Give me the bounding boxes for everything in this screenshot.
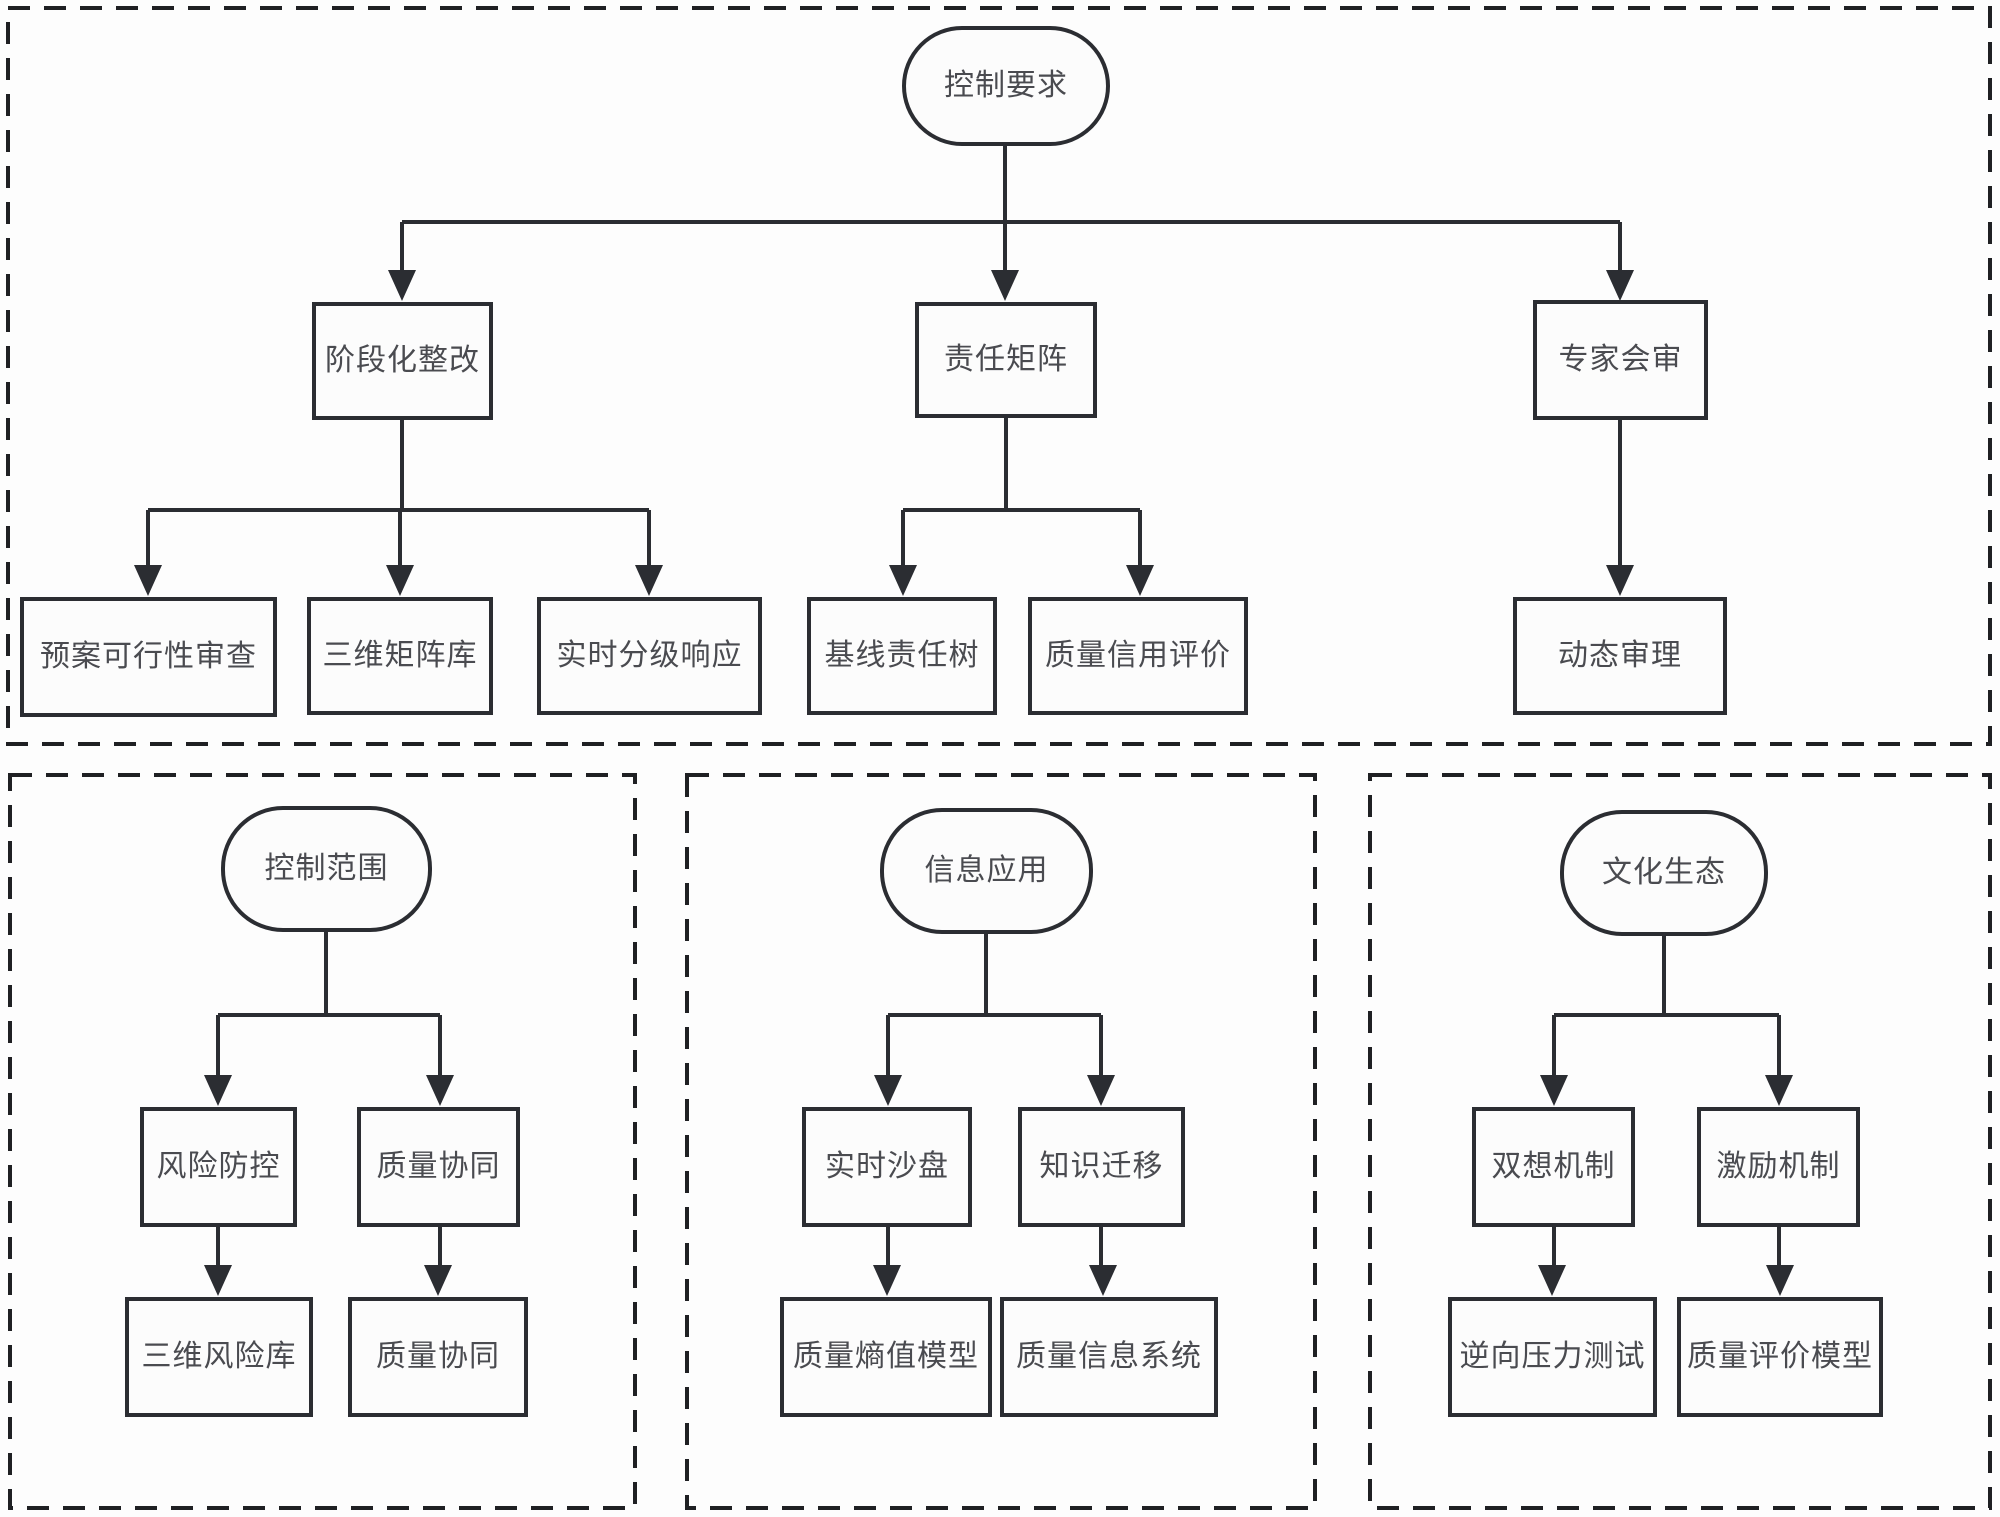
node-expert-review: 专家会审 xyxy=(1533,300,1708,420)
frame-culture-ecology xyxy=(1368,773,1992,1510)
node-label: 质量信息系统 xyxy=(1016,1340,1202,1373)
node-control-requirements: 控制要求 xyxy=(902,26,1110,146)
node-label: 质量协同 xyxy=(376,1150,501,1183)
node-realtime-sandbox: 实时沙盘 xyxy=(802,1107,972,1227)
node-label: 专家会审 xyxy=(1558,343,1683,376)
node-realtime-graded-response: 实时分级响应 xyxy=(537,597,762,715)
node-label: 质量熵值模型 xyxy=(793,1340,979,1373)
connectors-information-application xyxy=(873,934,1117,1296)
node-plan-feasibility-review: 预案可行性审查 xyxy=(20,597,277,717)
node-label: 控制要求 xyxy=(944,69,1068,102)
node-label: 控制范围 xyxy=(264,852,389,885)
node-label: 实时分级响应 xyxy=(556,639,743,672)
node-label: 文化生态 xyxy=(1602,856,1726,889)
connectors-control-scope xyxy=(204,930,454,1296)
node-incentive-mechanism: 激励机制 xyxy=(1697,1107,1860,1227)
node-label: 质量信用评价 xyxy=(1045,639,1231,672)
node-label: 激励机制 xyxy=(1716,1150,1841,1183)
node-knowledge-transfer: 知识迁移 xyxy=(1018,1107,1185,1227)
node-label: 三维风险库 xyxy=(141,1340,297,1373)
node-baseline-responsibility-tree: 基线责任树 xyxy=(807,597,997,715)
node-label: 基线责任树 xyxy=(824,639,980,672)
frame-information-application xyxy=(685,773,1317,1510)
node-label: 双想机制 xyxy=(1491,1150,1616,1183)
node-quality-evaluation-model: 质量评价模型 xyxy=(1677,1297,1883,1417)
node-dual-thinking-mechanism: 双想机制 xyxy=(1472,1107,1635,1227)
node-quality-collaboration-sub: 质量协同 xyxy=(348,1297,528,1417)
frame-control-scope xyxy=(8,773,637,1510)
node-quality-information-system: 质量信息系统 xyxy=(1000,1297,1218,1417)
node-dynamic-review: 动态审理 xyxy=(1513,597,1727,715)
node-responsibility-matrix: 责任矩阵 xyxy=(915,302,1097,418)
node-culture-ecology: 文化生态 xyxy=(1560,810,1768,936)
node-quality-entropy-model: 质量熵值模型 xyxy=(780,1297,992,1417)
node-label: 三维矩阵库 xyxy=(322,639,478,672)
frame-control-requirements xyxy=(6,6,1992,746)
connectors-control-requirements xyxy=(134,144,1634,596)
node-label: 知识迁移 xyxy=(1039,1150,1164,1183)
node-quality-collaboration: 质量协同 xyxy=(357,1107,520,1227)
node-risk-prevention: 风险防控 xyxy=(140,1107,297,1227)
node-label: 责任矩阵 xyxy=(944,343,1068,376)
node-3d-risk-library: 三维风险库 xyxy=(125,1297,313,1417)
node-staged-rectification: 阶段化整改 xyxy=(312,302,493,420)
node-label: 动态审理 xyxy=(1558,639,1682,672)
node-quality-credit-evaluation: 质量信用评价 xyxy=(1028,597,1248,715)
node-label: 质量协同 xyxy=(376,1340,500,1373)
node-label: 阶段化整改 xyxy=(325,344,480,377)
connectors-culture-ecology xyxy=(1538,935,1794,1296)
node-label: 质量评价模型 xyxy=(1687,1340,1873,1373)
node-label: 实时沙盘 xyxy=(825,1150,949,1183)
node-control-scope: 控制范围 xyxy=(221,806,432,932)
node-reverse-pressure-test: 逆向压力测试 xyxy=(1448,1297,1657,1417)
node-label: 信息应用 xyxy=(924,854,1049,887)
node-label: 风险防控 xyxy=(156,1150,281,1183)
node-label: 预案可行性审查 xyxy=(40,640,257,673)
node-label: 逆向压力测试 xyxy=(1459,1340,1646,1373)
node-3d-matrix-library: 三维矩阵库 xyxy=(307,597,493,715)
node-information-application: 信息应用 xyxy=(880,808,1093,934)
